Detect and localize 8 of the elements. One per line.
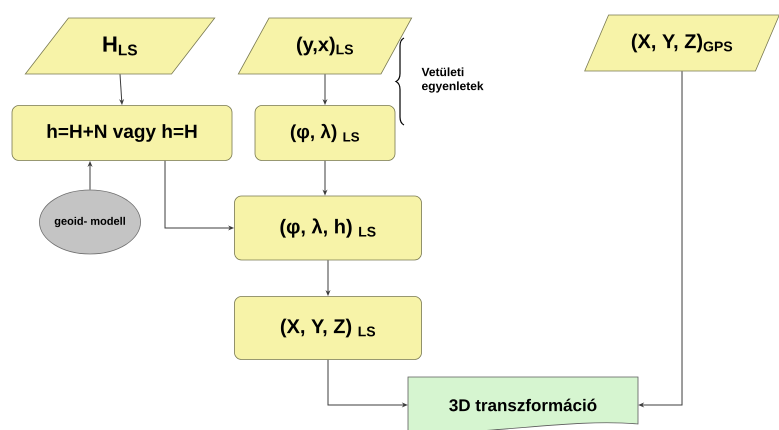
process-box: (φ, λ) $_{LS}$ <box>254 105 396 161</box>
input-parallelogram: H$_{LS}$ <box>24 18 216 74</box>
process-box: (X, Y, Z) $_{LS}$ <box>234 296 422 360</box>
process-box: (φ, λ, h) $_{LS}$ <box>234 196 422 260</box>
input-parallelogram: (y,x)$_{LS}$ <box>238 18 412 74</box>
annotation-text: Vetületi egyenletek <box>422 67 484 93</box>
process-box: h=H+N vagy h=H <box>12 105 232 161</box>
input-parallelogram: (X, Y, Z)$_{GPS}$ <box>584 14 779 72</box>
